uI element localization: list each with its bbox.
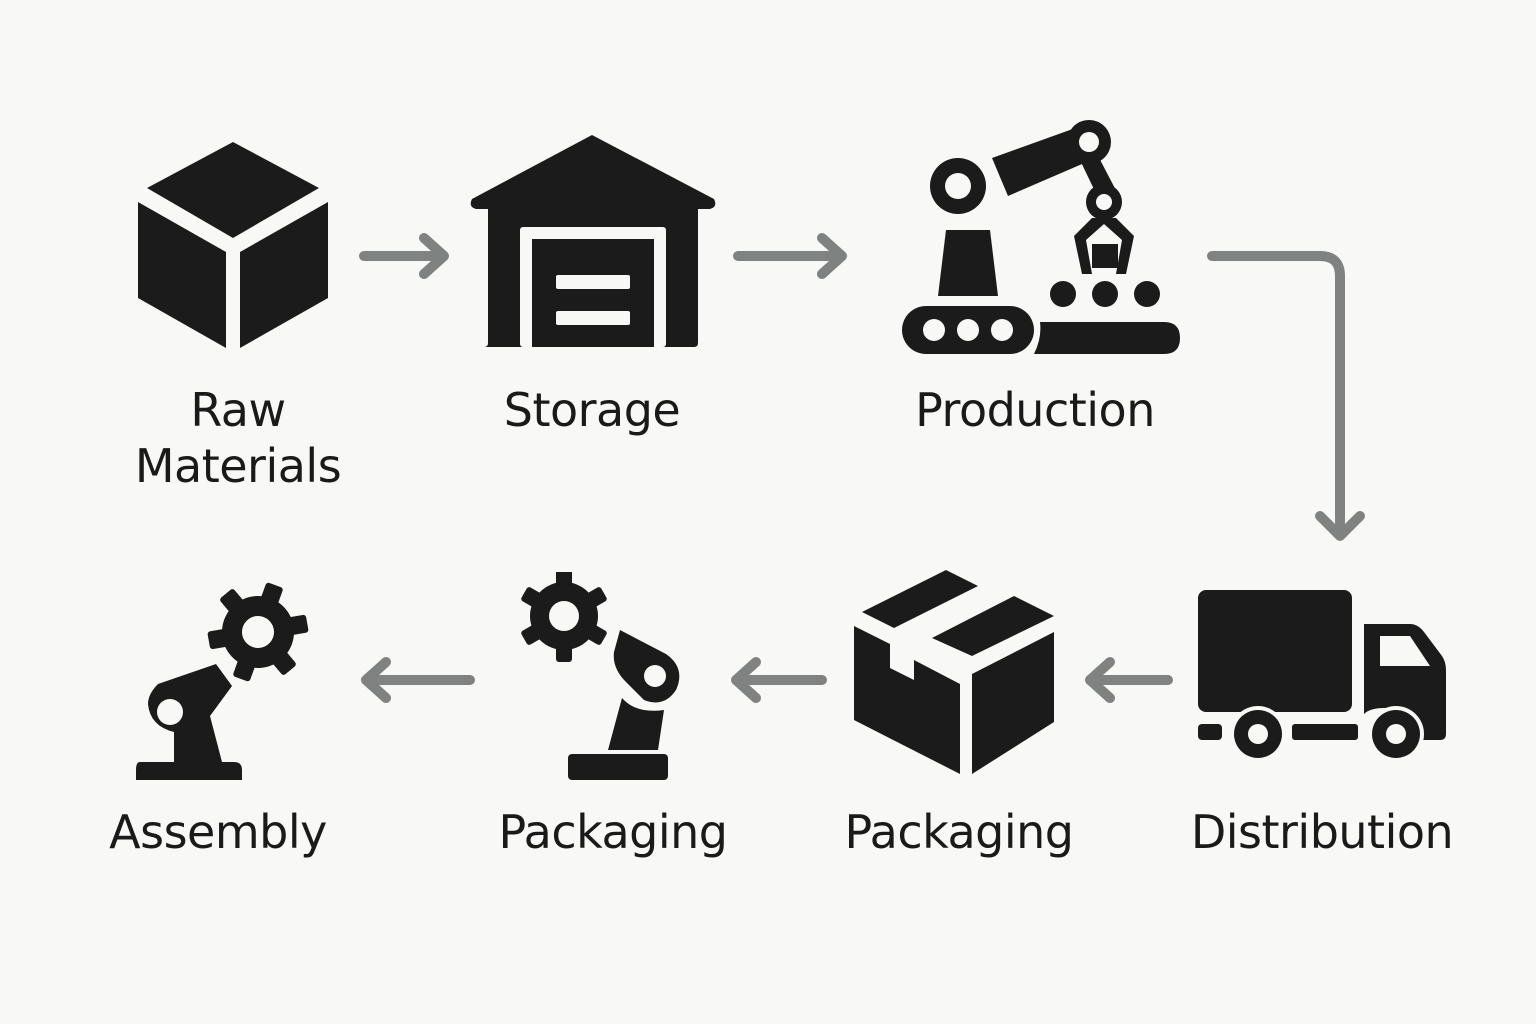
step-label-packaging-box: Packaging — [844, 805, 1074, 859]
warehouse-icon — [470, 135, 716, 347]
step-label-storage: Storage — [503, 383, 681, 437]
robotic-arm-conveyor-icon — [902, 120, 1180, 354]
step-label-raw-materials: Raw Materials — [134, 383, 342, 493]
robot-arm-gear-icon — [136, 582, 309, 780]
step-label-packaging-robot: Packaging — [498, 805, 728, 859]
arrow-elbow-down-icon — [1207, 251, 1365, 541]
arrow-left-icon — [731, 657, 827, 703]
step-label-production: Production — [915, 383, 1155, 437]
step-label-distribution: Distribution — [1190, 805, 1454, 859]
step-label-assembly: Assembly — [109, 805, 327, 859]
arrow-right-icon — [359, 233, 449, 279]
arrow-left-icon — [1085, 657, 1173, 703]
package-box-icon — [854, 570, 1054, 774]
arrow-right-icon — [733, 233, 847, 279]
cube-icon — [138, 142, 328, 348]
arrow-left-icon — [361, 657, 475, 703]
robot-arm-gear-icon — [521, 572, 680, 780]
delivery-truck-icon — [1198, 590, 1446, 762]
